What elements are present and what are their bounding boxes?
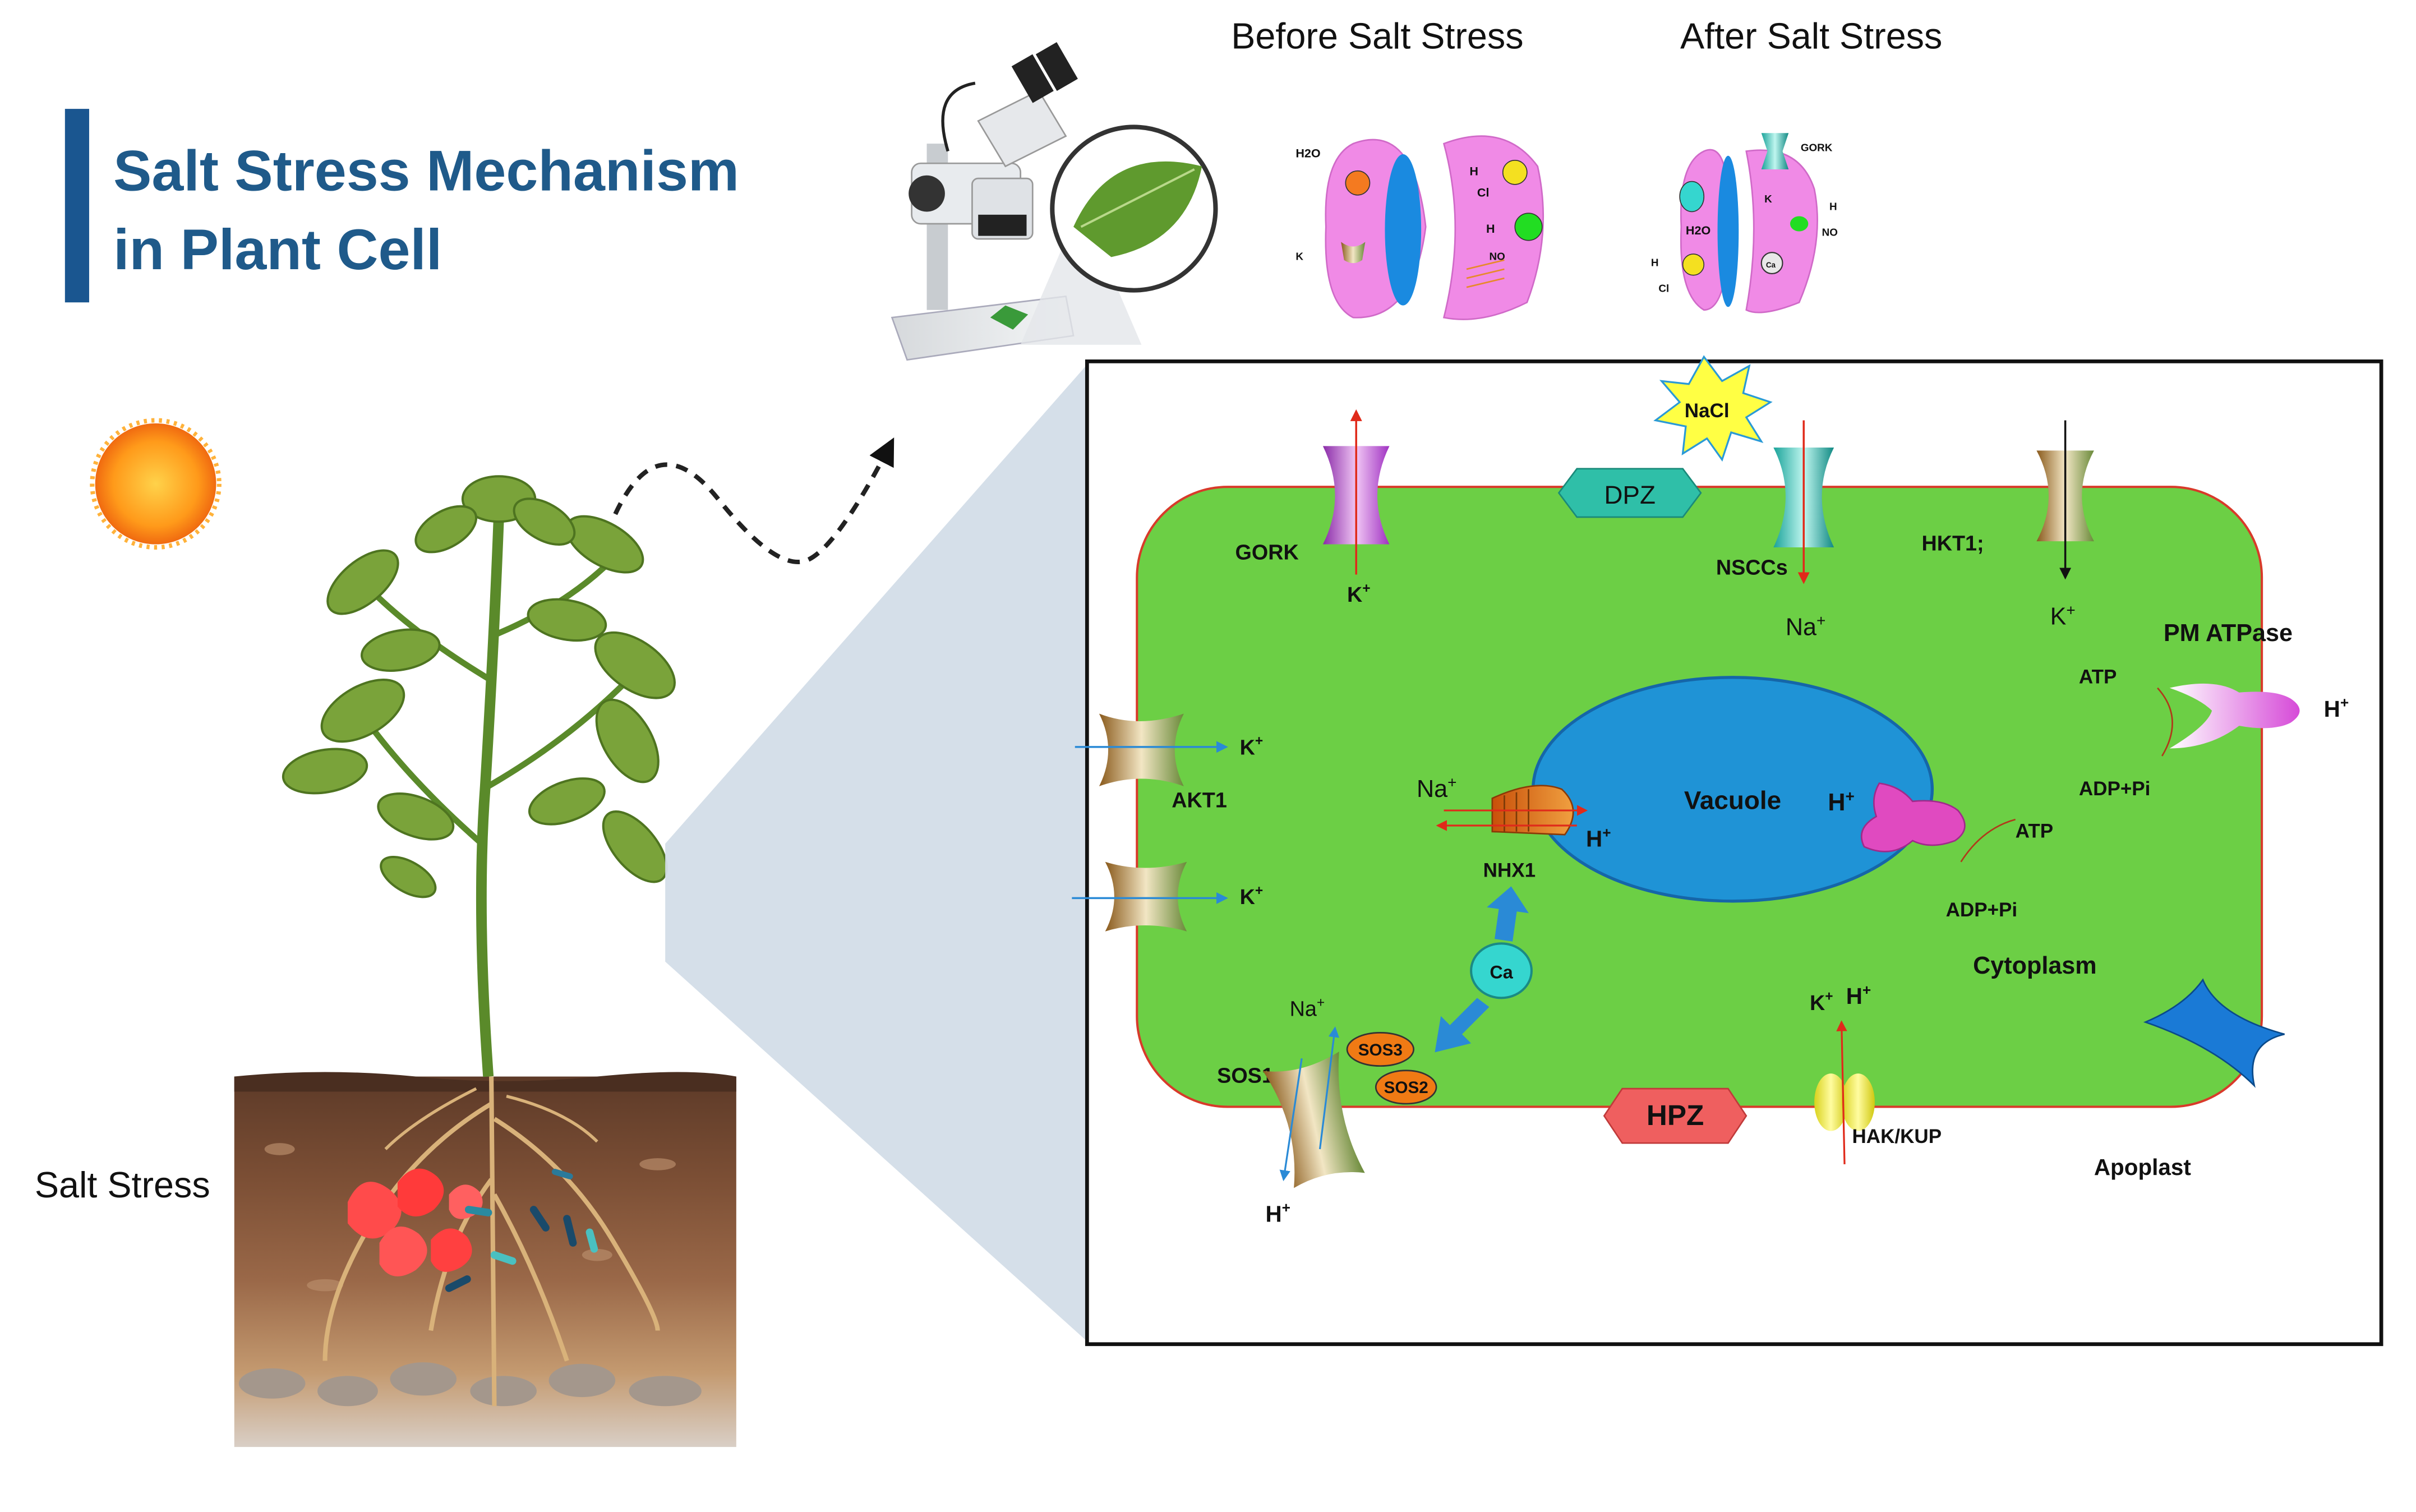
h-hak-label: H+ (1846, 981, 1871, 1009)
nsccs-label: NSCCs (1716, 555, 1788, 579)
stomata-before: H2O H Cl H NO K (1295, 135, 1544, 320)
nhx1-transporter (1436, 785, 1588, 836)
apoplast-label: Apoplast (2094, 1154, 2191, 1180)
aquaporin-shape (2143, 978, 2285, 1088)
sos3-label: SOS3 (1358, 1041, 1403, 1059)
sos1-antiporter (1262, 1026, 1365, 1188)
sos1-label: SOS1 (1217, 1063, 1274, 1087)
before-cl-label: Cl (1477, 185, 1490, 199)
atp-top-label: ATP (2079, 666, 2117, 688)
before-h2-label: H (1486, 222, 1495, 236)
nacl-label: NaCl (1685, 400, 1730, 422)
akt1-channel-upper (1075, 713, 1228, 786)
nacl-burst: NaCl (1653, 355, 1773, 462)
title-line-2: in Plant Cell (113, 217, 442, 282)
stomata-after: GORK K H NO H2O H Cl Ca (1651, 133, 1838, 314)
h-nhx-label: H+ (1586, 824, 1611, 852)
na-sos-label: Na+ (1290, 995, 1325, 1021)
ca-signal (1435, 886, 1533, 1053)
after-h2-label: H (1651, 256, 1659, 268)
gork-label: GORK (1235, 541, 1299, 564)
akt1-channel-lower (1072, 861, 1228, 932)
h-right-label: H+ (2324, 694, 2349, 722)
adp-vacuole-label: ADP+Pi (1946, 899, 2018, 921)
sos2-label: SOS2 (1384, 1078, 1428, 1097)
pm-atpase-pump (2157, 683, 2300, 757)
akt1-label: AKT1 (1172, 789, 1227, 812)
atp-vacuole-label: ATP (2016, 820, 2053, 842)
ca-label: Ca (1490, 962, 1513, 982)
before-k-label: K (1295, 251, 1303, 262)
microscope-illustration (891, 42, 1078, 361)
hpz-label: HPZ (1647, 1099, 1704, 1131)
title-accent-bar (64, 109, 89, 303)
title-line-1: Salt Stress Mechanism (113, 139, 739, 203)
after-salt-title: After Salt Stress (1680, 15, 1942, 56)
sos3-protein (1346, 1032, 1415, 1067)
zoom-wedge (665, 363, 1089, 1343)
after-cl-label: Cl (1658, 282, 1669, 294)
after-no3-label: NO (1822, 227, 1838, 238)
pm-atpase-label: PM ATPase (2164, 620, 2293, 647)
k-hak-label: K+ (1810, 989, 1833, 1015)
nsccs-channel (1773, 420, 1834, 584)
after-gork-label: GORK (1801, 142, 1833, 154)
after-h2o-label: H2O (1686, 223, 1710, 237)
akt1-k-label: K+ (1240, 734, 1264, 759)
plant-shoot (282, 475, 676, 1077)
adp-top-label: ADP+Pi (2079, 778, 2151, 800)
after-ca-label: Ca (1766, 261, 1776, 269)
hkt1-channel (2036, 420, 2094, 580)
k-lower-label: K+ (1240, 883, 1264, 909)
soil-label: Salt Stress (35, 1164, 210, 1205)
na-top-label: Na+ (1786, 612, 1826, 640)
h-vacuole-label: H+ (1828, 787, 1855, 816)
after-h-label: H (1829, 201, 1837, 213)
soil-microbes (445, 1169, 598, 1292)
after-k-label: K (1764, 193, 1772, 205)
dpz-marker: DPZ (1557, 468, 1702, 518)
soil-block (234, 1072, 736, 1448)
sun-icon (90, 418, 222, 550)
vacuole-label: Vacuole (1684, 786, 1781, 814)
hak-kup-transporter (1814, 1020, 1875, 1164)
h-sos-label: H+ (1265, 1199, 1290, 1227)
na-nhx-label: Na+ (1417, 774, 1457, 803)
before-h-label: H (1469, 164, 1478, 178)
dashed-arrow (613, 437, 895, 564)
gork-k-label: K+ (1347, 581, 1371, 606)
leaf-magnifier (1020, 125, 1218, 345)
before-salt-title: Before Salt Stress (1231, 15, 1523, 56)
hpz-marker: HPZ (1603, 1087, 1748, 1144)
dpz-label: DPZ (1604, 481, 1656, 509)
salt-particles (347, 1168, 483, 1276)
hak-kup-label: HAK/KUP (1852, 1126, 1942, 1147)
before-no3-label: NO (1489, 251, 1505, 262)
nhx1-label: NHX1 (1483, 860, 1536, 882)
hkt1-k-label: K+ (2050, 601, 2076, 630)
vacuole-atpase (1860, 782, 2016, 863)
before-h2o-label: H2O (1295, 146, 1320, 160)
sos2-protein (1375, 1070, 1437, 1105)
gork-channel (1322, 409, 1390, 575)
cytoplasm-label: Cytoplasm (1973, 952, 2096, 979)
hkt1-label: HKT1; (1922, 531, 1984, 555)
